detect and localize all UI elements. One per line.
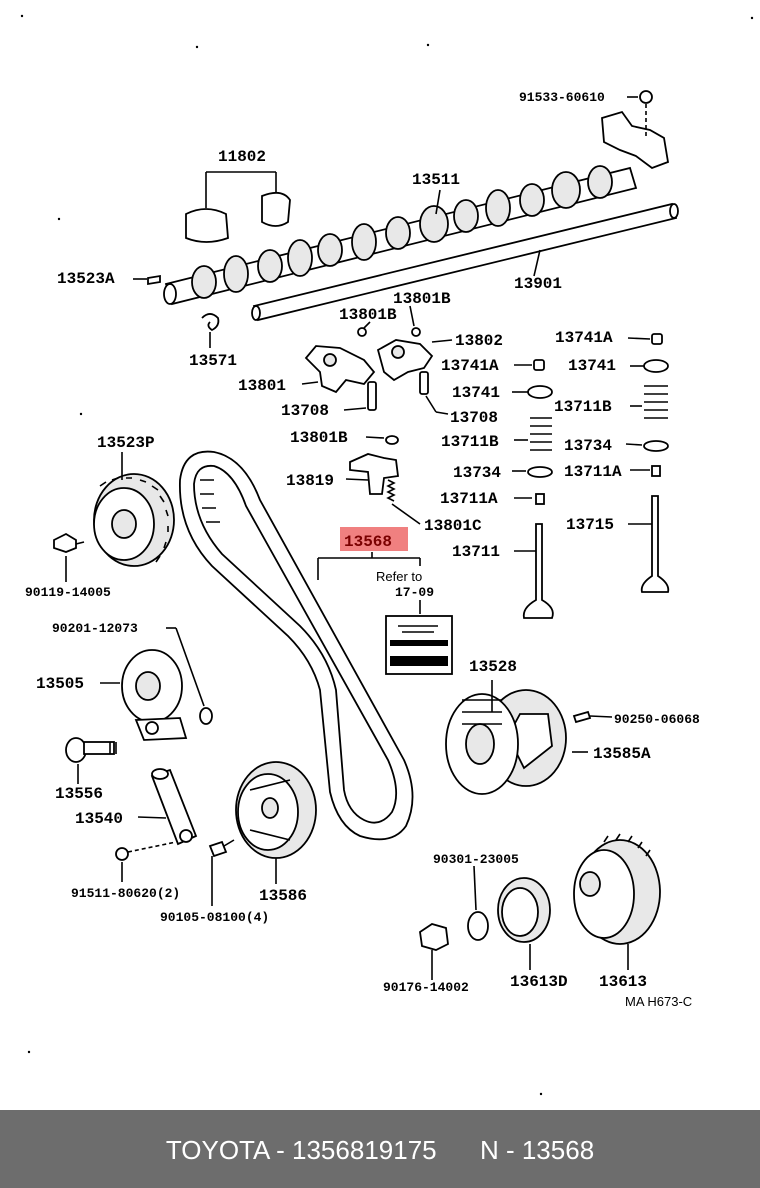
nut-icon	[115, 847, 129, 861]
label-13901: 13901	[514, 275, 562, 293]
label-13741a-mid: 13741A	[441, 357, 499, 375]
label-13523p: 13523P	[97, 434, 155, 452]
washer-icon	[199, 707, 213, 725]
label-13819: 13819	[286, 472, 334, 490]
bolt-icon	[208, 840, 228, 858]
nut-icon	[385, 435, 399, 445]
crank-sprocket-icon	[573, 833, 661, 945]
tensioner-icon	[150, 768, 198, 846]
rocker-arm-icon	[304, 339, 434, 394]
key-part-icon	[147, 274, 161, 286]
label-91533-60610: 91533-60610	[519, 90, 605, 105]
crankshaft-pulley-icon	[235, 761, 317, 859]
highlight-box	[340, 527, 408, 551]
label-90201-12073: 90201-12073	[52, 621, 138, 636]
label-13734-right: 13734	[564, 437, 612, 455]
camshaft-icon	[163, 165, 638, 306]
label-13711b-mid: 13711B	[441, 433, 499, 451]
footer-bar: TOYOTA - 1356819175 N - 13568	[0, 1110, 760, 1188]
label-13571: 13571	[189, 352, 237, 370]
label-13511: 13511	[412, 171, 460, 189]
bolt-icon	[65, 737, 117, 763]
label-13741a-top: 13741A	[555, 329, 613, 347]
pin-icon	[572, 710, 592, 724]
valve-icon	[522, 495, 670, 619]
label-13734-mid: 13734	[453, 464, 501, 482]
bearing-cap-icon	[185, 191, 291, 243]
label-90250-06068: 90250-06068	[614, 712, 700, 727]
label-13613d: 13613D	[510, 973, 568, 991]
label-card-icon	[385, 615, 453, 675]
label-90176-14002: 90176-14002	[383, 980, 469, 995]
footer-part-number: 1356819175	[292, 1135, 437, 1165]
label-13711: 13711	[452, 543, 500, 561]
timing-belt-icon	[179, 450, 414, 841]
label-90119-14005: 90119-14005	[25, 585, 111, 600]
diagram-code: MA H673-C	[625, 994, 692, 1009]
nut-icon	[411, 327, 421, 337]
rocker-shaft-icon	[251, 202, 679, 322]
label-13801b-low: 13801B	[290, 429, 348, 447]
label-13708-right: 13708	[450, 409, 498, 427]
label-90301-23005: 90301-23005	[433, 852, 519, 867]
drain-plug-icon	[419, 923, 449, 951]
label-13801b-top: 13801B	[393, 290, 451, 308]
label-13801c: 13801C	[424, 517, 482, 535]
label-91511-80620: 91511-80620(2)	[71, 886, 180, 901]
label-11802: 11802	[218, 148, 266, 166]
clip-part-icon	[201, 313, 220, 332]
adjust-screw-icon	[367, 371, 429, 411]
label-13540: 13540	[75, 810, 123, 828]
cam-pulley-icon	[93, 473, 175, 567]
label-13613: 13613	[599, 973, 647, 991]
label-13711a-right: 13711A	[564, 463, 622, 481]
label-13556: 13556	[55, 785, 103, 803]
scan-dots	[20, 14, 754, 1096]
bracket-part-icon	[349, 453, 400, 495]
label-13741-right: 13741	[568, 357, 616, 375]
label-13711a-mid: 13711A	[440, 490, 498, 508]
parts-diagram: 91533-60610 11802 13511 13523A 13901 138…	[20, 14, 754, 1096]
oil-seal-icon	[497, 877, 551, 943]
label-13801: 13801	[238, 377, 286, 395]
valve-spring-icon	[530, 385, 668, 451]
valve-cap-icon	[527, 333, 669, 399]
nut-icon	[357, 327, 367, 337]
label-13585a: 13585A	[593, 745, 651, 763]
refer-to-note: Refer to	[376, 569, 422, 584]
label-13741-mid: 13741	[452, 384, 500, 402]
crank-timing-pulley-icon	[445, 689, 567, 795]
footer-ref-code: N - 13568	[479, 1135, 595, 1165]
footer-brand: TOYOTA	[165, 1135, 269, 1165]
label-13715: 13715	[566, 516, 614, 534]
label-13505: 13505	[36, 675, 84, 693]
label-13802: 13802	[455, 332, 503, 350]
label-13523a: 13523A	[57, 270, 115, 288]
o-ring-icon	[467, 911, 489, 941]
label-13586: 13586	[259, 887, 307, 905]
label-13528: 13528	[469, 658, 517, 676]
label-13708-left: 13708	[281, 402, 329, 420]
spring-icon	[386, 479, 396, 502]
label-13568-highlighted: 13568	[344, 533, 392, 551]
bracket-part-icon	[601, 90, 670, 170]
tensioner-pulley-icon	[121, 649, 188, 741]
label-13711b-right: 13711B	[554, 398, 612, 416]
bolt-icon	[53, 532, 77, 553]
label-90105-08100: 90105-08100(4)	[160, 910, 269, 925]
footer-text: TOYOTA - 1356819175 N - 13568	[165, 1135, 595, 1165]
refer-page: 17-09	[395, 585, 434, 600]
spring-seat-icon	[527, 440, 669, 505]
label-13801b-mid: 13801B	[339, 306, 397, 324]
